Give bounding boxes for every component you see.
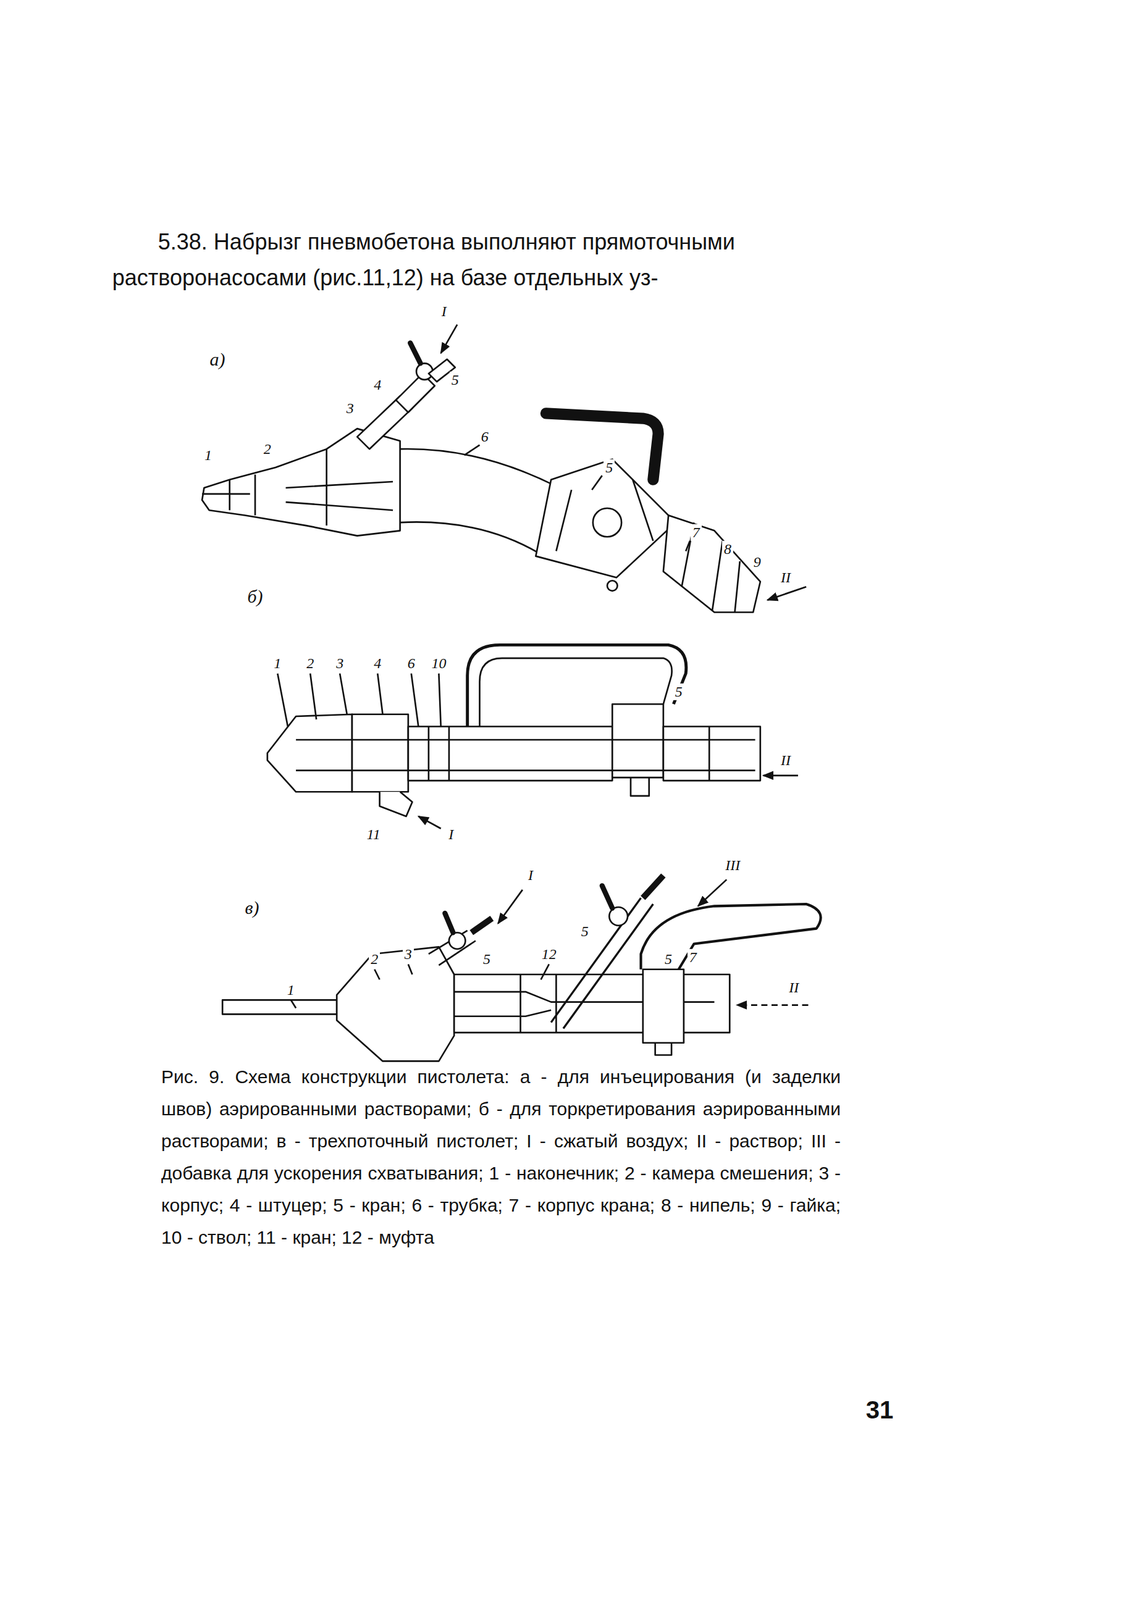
flow-label: III xyxy=(723,857,742,874)
figure-letter: б) xyxy=(245,586,265,608)
figure-letter: а) xyxy=(207,349,227,371)
flow-label: I xyxy=(439,303,449,320)
callout-number: 6 xyxy=(479,428,491,445)
callout-number: 6 xyxy=(405,655,417,672)
callout-number: 12 xyxy=(539,946,559,963)
callout-number: 2 xyxy=(304,655,316,672)
callout-number: 7 xyxy=(690,524,702,541)
callout-number: 2 xyxy=(261,441,274,458)
callout-number: 3 xyxy=(402,946,414,963)
flow-label: I xyxy=(446,826,456,843)
callout-number: 2 xyxy=(368,951,380,968)
flow-label: II xyxy=(778,569,793,586)
callout-number: 5 xyxy=(673,683,685,700)
callout-number: 4 xyxy=(371,655,383,672)
callout-number: 1 xyxy=(202,447,214,464)
callout-number: 5 xyxy=(662,951,674,968)
callout-number: 5 xyxy=(449,371,461,388)
callout-number: 5 xyxy=(579,923,591,940)
callout-number: 9 xyxy=(751,554,763,571)
callout-number: 4 xyxy=(371,376,383,393)
flow-label: II xyxy=(786,979,801,996)
callout-number: 5 xyxy=(481,951,493,968)
callout-number: 10 xyxy=(429,655,448,672)
callout-number: 8 xyxy=(722,541,734,558)
flow-label: I xyxy=(526,867,535,884)
page-number: 31 xyxy=(866,1396,894,1425)
flow-label: II xyxy=(778,752,793,769)
callout-number: 7 xyxy=(687,948,699,965)
caption: Рис. 9. Схема конструкции пистолета: а -… xyxy=(161,1061,841,1254)
figure-letter: в) xyxy=(243,897,262,919)
callout-number: 3 xyxy=(344,400,356,417)
callout-number: 3 xyxy=(334,655,346,672)
callout-number: 1 xyxy=(271,655,283,672)
callout-number: 1 xyxy=(285,981,297,998)
callout-number: 5 xyxy=(603,458,615,476)
body-text: 5.38. Набрызг пневмобетона выполняют пря… xyxy=(112,224,916,296)
callout-number: 11 xyxy=(365,826,383,843)
